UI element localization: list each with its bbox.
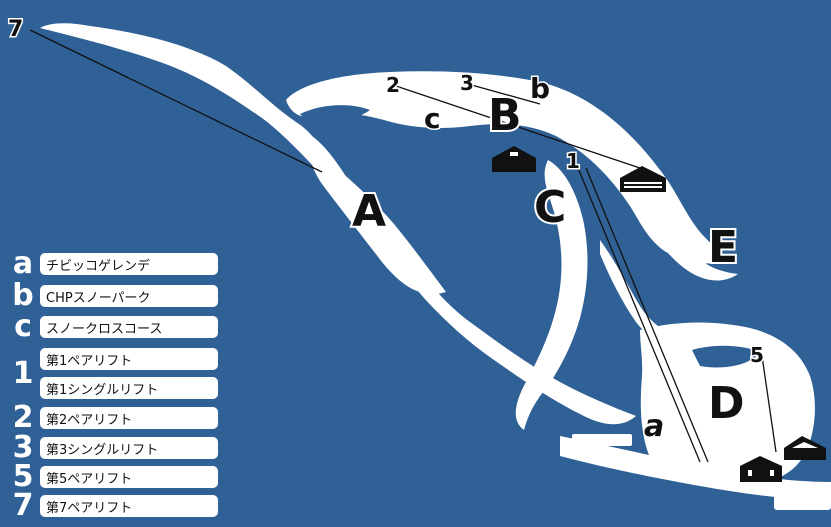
legend-key: 7 (12, 488, 34, 523)
legend-label: 第2ペアリフト (40, 407, 218, 429)
lift-lines (29, 29, 777, 463)
legend-row: c スノークロスコース (6, 309, 218, 344)
lift-number: 7 (8, 17, 23, 42)
lodge-icon (492, 146, 536, 172)
base-platform (774, 486, 831, 510)
legend-row: 7 第7ペアリフト (6, 488, 218, 523)
course-label: C (534, 182, 566, 233)
lift-numbers: 7 2 3 1 5 (7, 16, 766, 369)
legend-row: 1 第1ペアリフト 第1シングルリフト (6, 346, 218, 402)
course-label: B (488, 90, 522, 141)
legend-label: 第7ペアリフト (40, 495, 218, 517)
legend-row: 3 第3シングルリフト (6, 430, 218, 465)
course-e (640, 196, 738, 281)
course-label: A (352, 186, 386, 237)
legend-label: 第5ペアリフト (40, 466, 218, 488)
lift-1-single-line (585, 167, 709, 463)
legend-label: CHPスノーパーク (40, 285, 218, 307)
course-c (515, 160, 588, 430)
area-label: c (424, 102, 441, 135)
legend-row: a チビッコゲレンデ (6, 246, 218, 281)
lodge-icon (740, 456, 782, 482)
snow-area (40, 23, 831, 510)
forest-patch (692, 345, 760, 368)
lift-2-line (395, 85, 641, 169)
lift-5-line (761, 355, 777, 453)
lift-3-line (467, 83, 541, 105)
station-icon (784, 436, 826, 460)
forest-patch (135, 64, 189, 92)
summit-arc (286, 71, 730, 264)
legend-label: 第1シングルリフト (40, 377, 218, 399)
area-label: b (530, 72, 550, 105)
course-a-wide (311, 150, 446, 295)
buildings (492, 146, 826, 482)
course-label: D (708, 378, 745, 429)
legend-label: 第1ペアリフト (40, 348, 218, 370)
legend-key: 3 (12, 430, 34, 465)
legend-key: 1 (12, 356, 34, 391)
legend-label: スノークロスコース (40, 316, 218, 338)
lift-number: 2 (386, 73, 400, 97)
course-letters: A B C D E (350, 88, 747, 431)
forest-patches (135, 64, 760, 368)
lift-number: 1 (566, 149, 580, 173)
area-letters: b c a (423, 71, 666, 446)
legend-row: 2 第2ペアリフト (6, 400, 218, 435)
station-icon (620, 166, 666, 192)
legend-key: 5 (12, 459, 34, 494)
forest-patch (300, 105, 370, 130)
lift-1-line (577, 167, 701, 463)
ridge-upper (110, 42, 272, 120)
lift-number: 3 (460, 71, 474, 95)
legend-row: b CHPスノーパーク (6, 278, 218, 313)
legend-key: c (14, 309, 32, 344)
lift-7-line (29, 29, 323, 173)
legend-key: 2 (12, 400, 34, 435)
course-d (640, 322, 815, 488)
course-e-lower (600, 240, 680, 342)
legend-key: b (12, 278, 34, 313)
legend-key: a (12, 246, 34, 281)
area-label: a (644, 409, 664, 444)
lift-number: 5 (750, 343, 764, 367)
forest-patch (612, 290, 630, 322)
legend-label: チビッコゲレンデ (40, 253, 218, 275)
course-label: E (708, 222, 738, 273)
base-strip (560, 436, 831, 500)
base-platform-2 (572, 434, 632, 446)
legend-row: 5 第5ペアリフト (6, 459, 218, 494)
legend-label: 第3シングルリフト (40, 437, 218, 459)
